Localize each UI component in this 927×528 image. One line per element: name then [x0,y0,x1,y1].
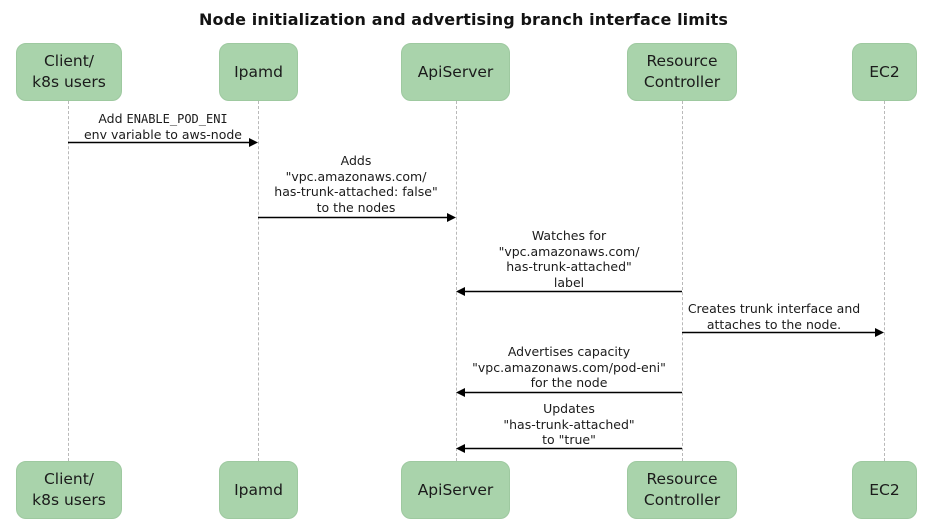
message-label-5: Advertises capacity"vpc.amazonaws.com/po… [472,344,666,391]
message-arrow-2 [258,212,456,223]
message-label-2: Adds"vpc.amazonaws.com/has-trunk-attache… [274,153,438,215]
lifeline-apiserver [456,101,457,461]
participant-label: Resource Controller [643,470,721,509]
message-arrow-4 [682,327,884,338]
lifeline-client [68,101,69,461]
participant-bottom-ipamd[interactable]: Ipamd [219,461,298,519]
participant-label: ApiServer [417,480,494,499]
message-label-3: Watches for"vpc.amazonaws.com/has-trunk-… [498,228,640,290]
participant-top-resource-controller[interactable]: Resource Controller [627,43,737,101]
diagram-title: Node initialization and advertising bran… [198,10,728,29]
participant-label: EC2 [869,480,900,499]
participant-bottom-apiserver[interactable]: ApiServer [401,461,510,519]
message-arrow-3 [456,286,682,297]
message-arrow-1 [68,137,258,148]
participant-bottom-client[interactable]: Client/ k8s users [16,461,122,519]
participant-bottom-resource-controller[interactable]: Resource Controller [627,461,737,519]
participant-top-apiserver[interactable]: ApiServer [401,43,510,101]
message-arrow-6 [456,443,682,454]
participant-top-client[interactable]: Client/ k8s users [16,43,122,101]
participant-bottom-ec2[interactable]: EC2 [852,461,917,519]
participant-label: Ipamd [234,480,283,499]
lifeline-ipamd [258,101,259,461]
participant-label: Resource Controller [643,52,721,91]
participant-label: Client/ k8s users [32,52,106,91]
participant-top-ec2[interactable]: EC2 [852,43,917,101]
participant-label: Ipamd [234,62,283,81]
participant-label: EC2 [869,62,900,81]
message-label-6: Updates"has-trunk-attached"to "true" [503,401,635,448]
lifeline-resource-controller [682,101,683,461]
lifeline-ec2 [884,101,885,461]
message-arrow-5 [456,387,682,398]
participant-top-ipamd[interactable]: Ipamd [219,43,298,101]
participant-label: Client/ k8s users [32,470,106,509]
participant-label: ApiServer [417,62,494,81]
